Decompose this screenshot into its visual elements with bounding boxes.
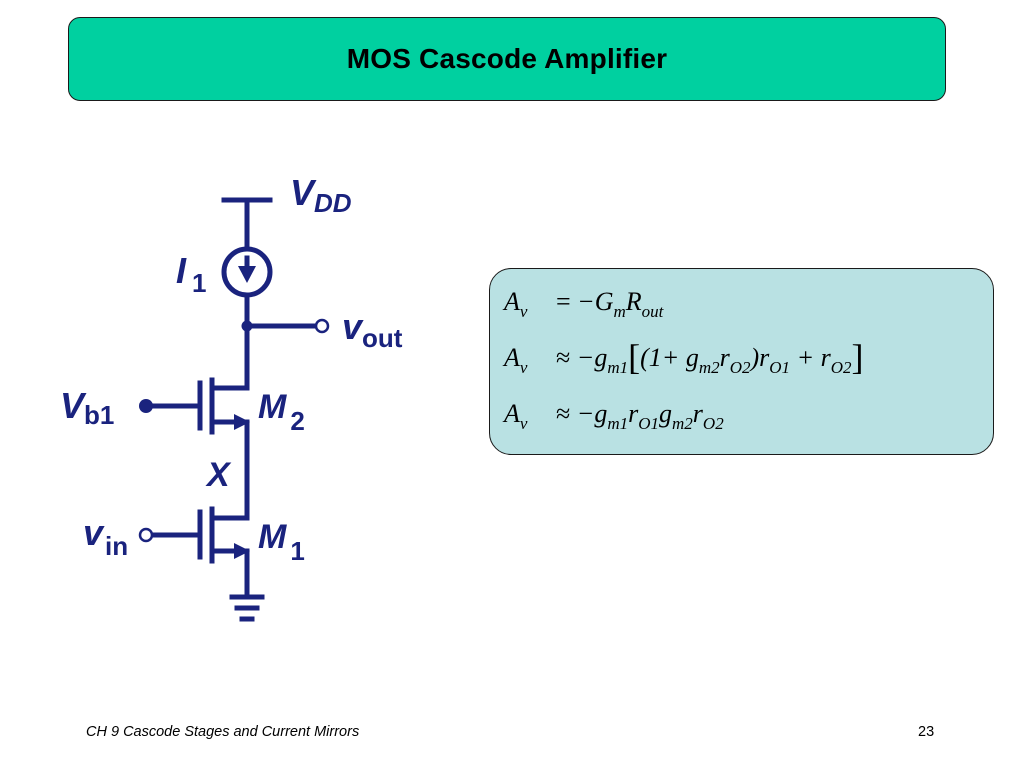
vdd-label: VDD xyxy=(290,172,352,218)
vout-terminal xyxy=(314,318,330,334)
slide-title: MOS Cascode Amplifier xyxy=(346,43,668,74)
vout-label: vout xyxy=(342,306,403,353)
vb1-terminal-dot xyxy=(139,399,153,413)
title-bar: MOS Cascode Amplifier xyxy=(68,17,946,101)
equation-3: Av≈ −gm1rO1gm2rO2 xyxy=(504,399,724,433)
current-source-arrowhead xyxy=(238,266,256,283)
page-number: 23 xyxy=(918,724,935,740)
equation-2: Av≈ −gm1[(1+ gm2rO2)rO1 + rO2] xyxy=(504,337,864,377)
m2-source-arrow xyxy=(234,414,250,430)
equation-box: Av= −GmRout Av≈ −gm1[(1+ gm2rO2)rO1 + rO… xyxy=(489,268,994,455)
vin-label: vin xyxy=(83,512,128,561)
node-x-label: X xyxy=(205,456,232,494)
equation-1: Av= −GmRout xyxy=(504,287,664,321)
m1-source-arrow xyxy=(234,543,250,559)
footer-chapter-title: CH 9 Cascode Stages and Current Mirrors xyxy=(86,724,360,740)
vout-junction-dot xyxy=(241,320,253,332)
vb1-label: Vb1 xyxy=(60,385,114,430)
vin-terminal xyxy=(138,527,154,543)
